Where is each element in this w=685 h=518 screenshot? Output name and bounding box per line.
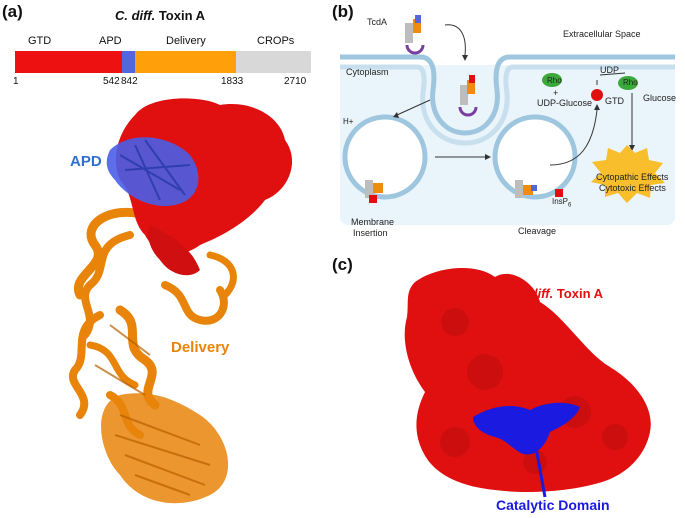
structure-label-apd: APD: [70, 153, 102, 170]
plasma-membrane: [340, 54, 675, 146]
tick-542: 542: [103, 76, 120, 87]
domain-bar-crops: [236, 51, 311, 73]
structure-label-delivery: Delivery: [171, 339, 230, 356]
domain-bar: [15, 51, 311, 73]
apd-ribbons: [106, 137, 199, 206]
label-tcda: TcdA: [367, 17, 388, 27]
tick-1833: 1833: [221, 76, 244, 87]
tick-842: 842: [121, 76, 138, 87]
delivery-domain-strands: [94, 324, 211, 496]
panel-c-label: (c): [332, 255, 353, 274]
domain-label-crops: CROPs: [257, 35, 295, 47]
label-insertion: Insertion: [353, 228, 388, 238]
domain-label-gtd: GTD: [28, 35, 52, 47]
pathway-arrows: [396, 24, 633, 166]
label-gtd: GTD: [605, 96, 624, 106]
catalytic-pointer-line: [533, 441, 547, 498]
tick-1: 1: [13, 76, 19, 87]
domain-bar-delivery: [135, 51, 236, 73]
domain-bar-apd: [122, 51, 135, 73]
gtd-surface: [115, 98, 293, 254]
toxin-surface-texture: [440, 308, 628, 474]
label-insp: InsP: [552, 197, 569, 206]
endosome-2: [492, 114, 578, 200]
label-insp-subscript: 6: [568, 202, 572, 209]
label-extracellular: Extracellular Space: [563, 29, 641, 39]
panel-c-title-italic: C. diff.: [513, 286, 554, 301]
mechanism-diagram: [340, 15, 675, 225]
catalytic-site-image: [404, 267, 651, 498]
tick-2710: 2710: [284, 76, 307, 87]
label-cytotoxic: Cytotoxic Effects: [599, 183, 666, 193]
domain-bar-gtd: [15, 51, 122, 73]
panel-c-title-rest: Toxin A: [553, 286, 604, 301]
panel-a-title-rest: Toxin A: [155, 8, 206, 23]
label-udp: UDP: [600, 65, 620, 75]
gtd-surface-lower: [148, 225, 200, 276]
label-rho-2: Rho: [623, 78, 638, 87]
panel-a-label: (a): [2, 2, 23, 21]
label-udp-glucose: UDP-Glucose: [537, 98, 593, 108]
domain-label-delivery: Delivery: [166, 35, 206, 47]
label-membrane: Membrane: [351, 217, 395, 227]
panel-a-title-italic: C. diff.: [115, 8, 156, 23]
label-insp6: InsP6: [552, 197, 571, 209]
catalytic-domain-region: [473, 402, 580, 455]
panel-b-label: (b): [332, 2, 354, 21]
domain-label-apd: APD: [99, 35, 122, 47]
label-glucose: Glucose: [643, 93, 677, 103]
label-cytopathic: Cytopathic Effects: [596, 172, 669, 182]
catalytic-domain-label: Catalytic Domain: [496, 497, 610, 513]
endosome-1: [342, 114, 428, 200]
panel-c-title: C. diff. Toxin A: [513, 286, 603, 301]
label-cytoplasm: Cytoplasm: [346, 67, 389, 77]
label-rho-1: Rho: [547, 76, 562, 85]
label-h-plus: H+: [343, 117, 354, 126]
rho-glyphs: [542, 73, 638, 101]
effects-starburst: [591, 145, 665, 203]
arrow-heads: [393, 55, 635, 160]
label-cleavage: Cleavage: [518, 226, 557, 236]
label-plus: +: [553, 88, 559, 98]
toxin-structure-image: [69, 98, 293, 504]
structure-label-gtd: GTD: [244, 123, 276, 140]
panel-a-title: C. diff. Toxin A: [115, 8, 205, 23]
toxin-glyphs: [365, 15, 563, 203]
delivery-domain-ribbons: [69, 207, 237, 439]
